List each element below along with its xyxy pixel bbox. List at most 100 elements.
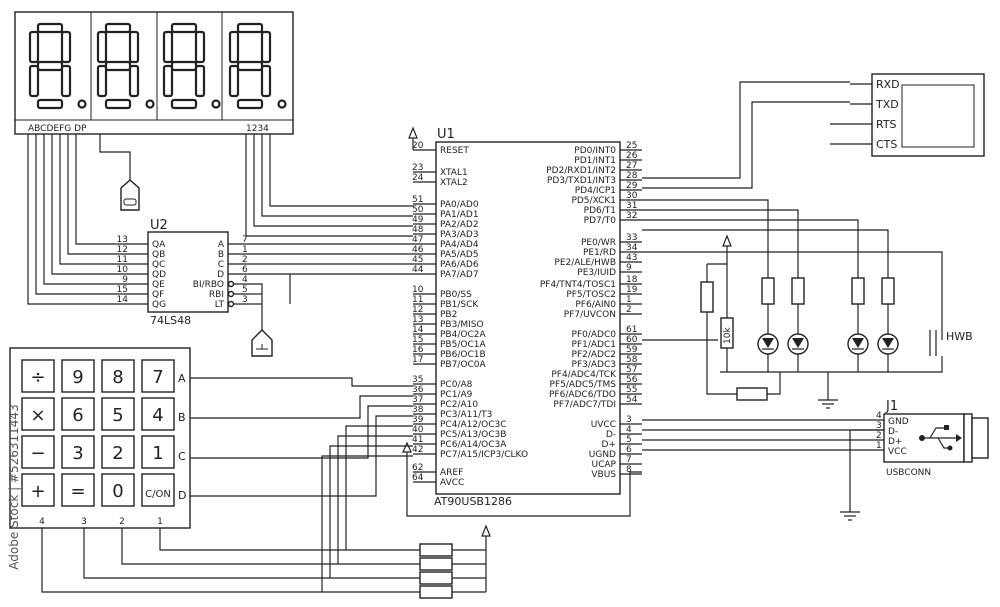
u1-pin-name: PF5/TOSC2	[566, 290, 616, 300]
u1-pin-num: 62	[412, 463, 423, 473]
u1-pin-num: 61	[626, 325, 637, 335]
u1-part: AT90USB1286	[434, 495, 512, 508]
digit-1	[28, 22, 87, 110]
u1-pin-name: PF0/ADC0	[572, 330, 617, 340]
keypad-col-label: 4	[39, 517, 45, 527]
u1-pin-name: PA3/AD3	[440, 230, 479, 240]
segment	[128, 30, 140, 64]
u2-pin-name: LT	[215, 300, 225, 310]
u1-pin-name: PF6/ADC6/TDO	[549, 390, 616, 400]
segment	[36, 98, 64, 110]
segment	[194, 64, 206, 98]
u1-pin-num: 2	[626, 305, 632, 315]
u1-pin-num: 39	[412, 415, 424, 425]
led	[847, 277, 869, 372]
u1-pin-name: PD2/RXD1/INT2	[546, 166, 616, 176]
decimal-point	[77, 99, 87, 109]
u2-pin-name: QA	[152, 240, 166, 250]
key-cap	[21, 397, 55, 431]
u2-pin-name: QC	[152, 260, 165, 270]
u2-pin-name: QG	[152, 300, 166, 310]
led	[757, 277, 779, 372]
segment	[104, 60, 132, 72]
segment	[162, 30, 174, 64]
keypad-key[interactable]: 0	[101, 473, 135, 507]
keypad-key[interactable]: 8	[101, 359, 135, 393]
keypad-key[interactable]: ×	[21, 397, 55, 431]
keypad-key[interactable]: 5	[101, 397, 135, 431]
u1-pin-name: PC0/A8	[440, 380, 473, 390]
u1-pin-num: 64	[412, 473, 424, 483]
u1-pin-num: 50	[412, 205, 424, 215]
j1-ref: J1	[885, 399, 898, 414]
key-cap	[101, 435, 135, 469]
hwb-button[interactable]: HWB	[642, 251, 973, 373]
keypad-key[interactable]: 4	[141, 397, 175, 431]
keypad-key[interactable]: +	[21, 473, 55, 507]
decimal-point	[277, 99, 287, 109]
u1-pin-name: PB3/MISO	[440, 320, 484, 330]
u1-pin-num: 7	[626, 455, 632, 465]
keypad-col-label: 3	[81, 517, 87, 527]
u2-pin-name: D	[217, 270, 224, 280]
digit-2	[96, 22, 155, 110]
u1-pin-name: PD7/T0	[584, 216, 617, 226]
u2-pin-name: QF	[152, 290, 164, 300]
segment	[260, 64, 272, 98]
keypad-key[interactable]: =	[61, 473, 95, 507]
serial-pin-name: RXD	[876, 78, 900, 91]
u1-pin-name: XTAL1	[440, 168, 468, 178]
u1-pin-name: PF7/ADC7/TDI	[553, 400, 616, 410]
segment	[260, 30, 272, 64]
key-cap	[141, 435, 175, 469]
u1-pin-name: D-	[606, 430, 616, 440]
u1-pin-num: 6	[626, 445, 632, 455]
u1-pin-num: 51	[412, 195, 423, 205]
u1-pin-name: PB0/SS	[440, 290, 472, 300]
decimal-point	[211, 99, 221, 109]
segment	[104, 22, 132, 34]
keypad-key[interactable]: 9	[61, 359, 95, 393]
u2-pin-name: C	[218, 260, 224, 270]
keypad-key[interactable]: 6	[61, 397, 95, 431]
u2-pin-num: 3	[242, 295, 248, 305]
u2-pin-num: 10	[117, 265, 129, 275]
keypad-key[interactable]: ÷	[21, 359, 55, 393]
keypad-key[interactable]: −	[21, 435, 55, 469]
ground-symbol	[818, 399, 838, 409]
u1-pin-name: PD0/INT0	[574, 146, 616, 156]
key-label: 1	[152, 443, 163, 464]
u1-pin-name: PE2/ALE/HWB	[554, 258, 616, 268]
u1-pin-num: 1	[626, 295, 632, 305]
key-cap	[61, 473, 95, 507]
u1-pin-num: 40	[412, 425, 424, 435]
u2-pin-num: 12	[117, 245, 128, 255]
u1-pin-num: 34	[626, 243, 638, 253]
u1-pin-num: 45	[412, 255, 423, 265]
u1-pin-name: PC3/A11/T3	[440, 410, 492, 420]
u2-pin-name: RBI	[209, 290, 224, 300]
keypad-key[interactable]: 3	[61, 435, 95, 469]
keypad-key[interactable]: C/ON	[141, 473, 175, 507]
key-cap	[61, 435, 95, 469]
u1-pin-num: 48	[412, 225, 424, 235]
keypad-key[interactable]: 1	[141, 435, 175, 469]
segment	[96, 30, 108, 64]
keypad-key[interactable]: 7	[141, 359, 175, 393]
pot-label: 10k	[723, 327, 733, 344]
u1-pin-num: 59	[626, 345, 638, 355]
u2-pin-num: 2	[242, 255, 248, 265]
u1-pin-name: PB4/OC2A	[440, 330, 486, 340]
u1-pin-num: 25	[626, 141, 637, 151]
keypad-key[interactable]: 2	[101, 435, 135, 469]
inversion-bubble	[227, 290, 235, 298]
segment	[170, 60, 198, 72]
u1-pin-name: PC7/A15/ICP3/CLKO	[440, 450, 528, 460]
inversion-bubble	[227, 300, 235, 308]
u1-pin-num: 57	[626, 365, 637, 375]
u1-pin-name: PF3/ADC3	[572, 360, 616, 370]
u2-pin-num: 9	[122, 275, 128, 285]
u2-pin-num: 1	[242, 245, 248, 255]
u1-vcc-symbol	[402, 126, 642, 517]
